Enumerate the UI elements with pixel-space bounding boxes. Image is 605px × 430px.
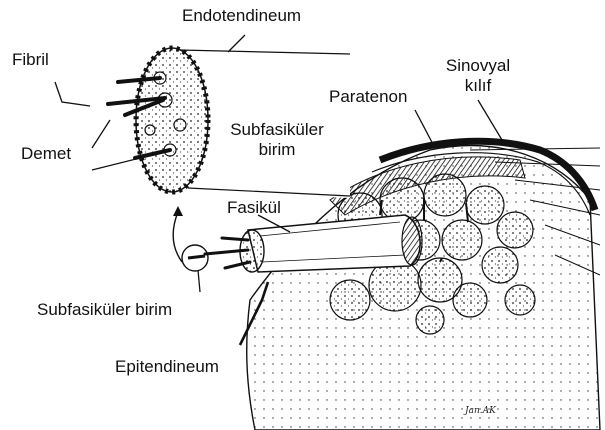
label-synovial-sheath-line2: kılıf [438,76,518,96]
label-fascicle: Fasikül [227,198,281,218]
fascicle-cylinder [182,215,422,272]
label-endotendineum: Endotendineum [182,6,301,26]
label-synovial-sheath-line1: Sinovyal [438,56,518,76]
label-subfascicular-unit-bottom: Subfasiküler birim [37,300,172,320]
label-subfascicular-unit-top-line1: Subfasiküler [222,120,332,140]
label-subfascicular-unit-top-line2: birim [222,140,332,160]
label-epitendineum: Epitendineum [115,357,219,377]
artist-signature: Jan.AK [465,406,496,416]
label-paratenon: Paratenon [329,87,407,107]
label-subfascicular-unit-top: Subfasiküler birim [222,120,332,159]
label-demet: Demet [21,144,71,164]
label-synovial-sheath: Sinovyal kılıf [438,56,518,95]
magnify-arrow [173,212,182,262]
label-fibril: Fibril [12,50,49,70]
